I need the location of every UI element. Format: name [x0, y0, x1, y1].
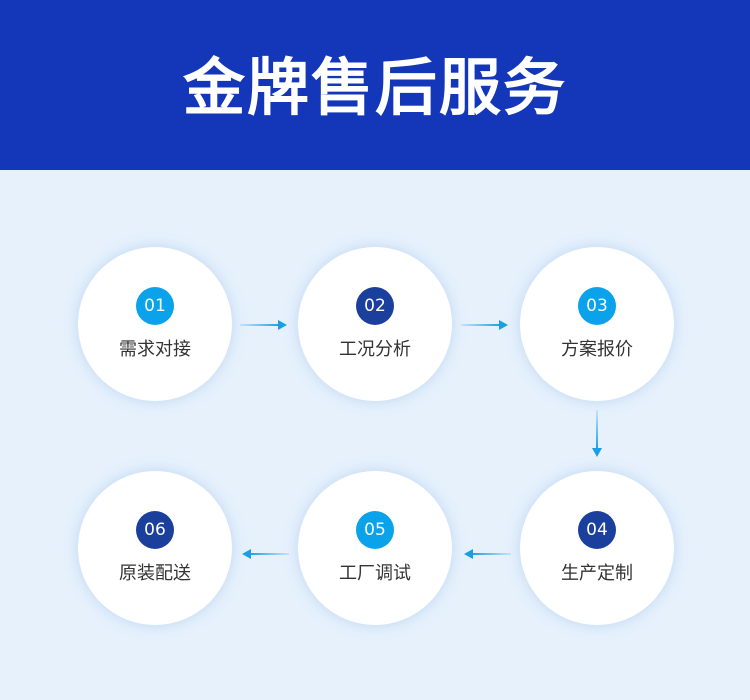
step-label: 方案报价: [561, 339, 633, 360]
step-6: 06 原装配送: [78, 471, 232, 625]
arrow-down-icon: [592, 410, 602, 457]
step-number-badge: 06: [136, 511, 174, 549]
arrow-right-icon: [240, 320, 287, 330]
step-5: 05 工厂调试: [298, 471, 452, 625]
page-title: 金牌售后服务: [182, 51, 567, 124]
step-3: 03 方案报价: [520, 247, 674, 401]
arrow-left-icon: [242, 549, 289, 559]
step-number-badge: 03: [578, 287, 616, 325]
step-label: 需求对接: [119, 339, 191, 360]
arrow-right-icon: [461, 320, 508, 330]
step-number-badge: 02: [356, 287, 394, 325]
step-number-badge: 05: [356, 511, 394, 549]
step-label: 工厂调试: [339, 563, 411, 584]
step-label: 原装配送: [119, 563, 191, 584]
arrow-left-icon: [464, 549, 511, 559]
step-number-badge: 04: [578, 511, 616, 549]
step-label: 生产定制: [561, 563, 633, 584]
header-banner: 金牌售后服务: [0, 0, 750, 170]
step-number-badge: 01: [136, 287, 174, 325]
step-1: 01 需求对接: [78, 247, 232, 401]
step-2: 02 工况分析: [298, 247, 452, 401]
step-label: 工况分析: [339, 339, 411, 360]
step-4: 04 生产定制: [520, 471, 674, 625]
